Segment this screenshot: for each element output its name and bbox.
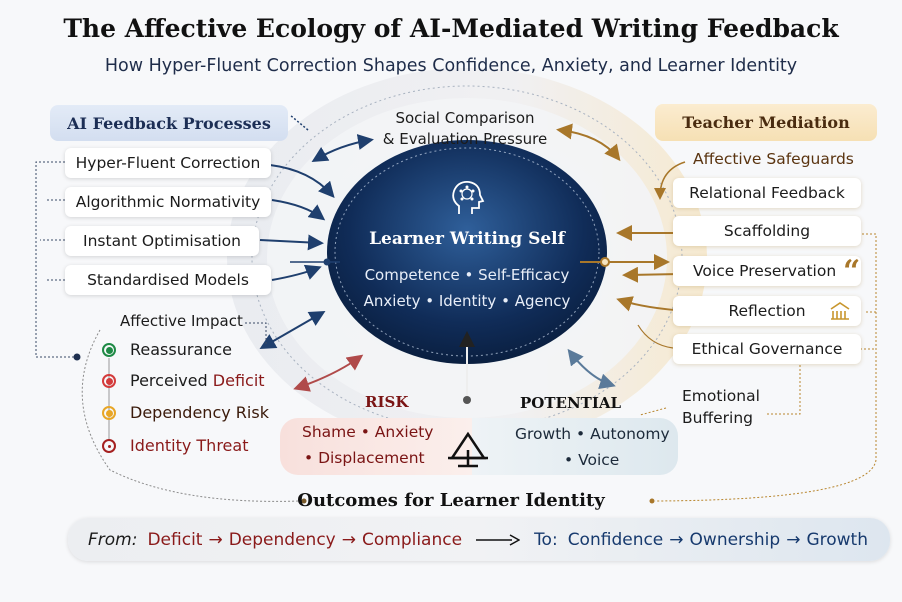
impact-perceived-label: Perceived [130, 371, 213, 390]
teacher-voice-preservation: Voice Preservation [673, 256, 861, 286]
affective-impact-label: Affective Impact [120, 312, 243, 330]
quote-icon: “ [843, 254, 861, 289]
social-comparison-label: Social Comparison & Evaluation Pressure [365, 108, 565, 150]
arrow-separator: → [208, 529, 223, 550]
transition-arrow-icon [476, 533, 521, 546]
dependency-dot-icon [102, 406, 116, 420]
arrow-separator: → [669, 529, 684, 550]
risk-line2: • Displacement [304, 449, 425, 467]
affective-safeguards-label: Affective Safeguards [693, 150, 854, 168]
teacher-reflection: Reflection [673, 296, 861, 326]
identity-threat-dot-icon [102, 439, 116, 453]
emotional-buffering-line1: Emotional [682, 387, 760, 405]
ai-process-optimisation: Instant Optimisation [65, 226, 259, 256]
teacher-mediation-header: Teacher Mediation [655, 104, 877, 141]
page-subtitle: How Hyper-Fluent Correction Shapes Confi… [104, 56, 798, 76]
deficit-dot-icon [102, 374, 116, 388]
teacher-ethical-governance: Ethical Governance [673, 334, 861, 364]
emotional-buffering-line2: Buffering [682, 409, 754, 427]
teacher-relational-feedback: Relational Feedback [673, 178, 861, 208]
risk-box: Shame • Anxiety • Displacement [280, 418, 472, 475]
balance-scale-icon [448, 431, 488, 468]
center-line2: Anxiety • Identity • Agency [363, 292, 571, 310]
ai-process-normativity: Algorithmic Normativity [65, 187, 271, 217]
to-ownership: Ownership [689, 529, 781, 550]
social-comparison-line1: Social Comparison [395, 109, 535, 127]
impact-deficit-label: Deficit [212, 371, 265, 390]
head-network-icon [452, 181, 485, 214]
from-dependency: Dependency [228, 529, 336, 550]
outcomes-bar: From: Deficit → Dependency → Compliance … [68, 518, 890, 561]
to-label: To: [534, 529, 558, 550]
teacher-scaffolding: Scaffolding [673, 216, 861, 246]
impact-perceived-deficit: Perceived Deficit [130, 371, 265, 390]
center-line1: Competence • Self-Efficacy [364, 266, 570, 284]
risk-label: RISK [365, 393, 409, 411]
learner-self-core [327, 140, 607, 364]
building-icon [830, 302, 850, 320]
potential-label: POTENTIAL [520, 394, 622, 412]
ai-process-standardised: Standardised Models [65, 265, 271, 295]
from-label: From: [88, 529, 138, 550]
arrow-separator: → [786, 529, 801, 550]
ai-process-hyper-fluent: Hyper-Fluent Correction [65, 148, 271, 178]
from-compliance: Compliance [361, 529, 463, 550]
emotional-buffering-label: Emotional Buffering [682, 385, 760, 429]
arrow-separator: → [341, 529, 356, 550]
reassurance-dot-icon [102, 343, 116, 357]
social-comparison-line2: & Evaluation Pressure [382, 130, 548, 148]
from-deficit: Deficit [147, 529, 203, 550]
impact-identity-threat: Identity Threat [130, 436, 249, 455]
risk-line1: Shame • Anxiety [302, 423, 434, 441]
to-confidence: Confidence [567, 529, 664, 550]
potential-box: Growth • Autonomy • Voice [472, 418, 678, 475]
page-title: The Affective Ecology of AI-Mediated Wri… [63, 14, 839, 43]
center-title: Learner Writing Self [369, 229, 565, 249]
outcomes-title: Outcomes for Learner Identity [297, 490, 605, 511]
potential-line1: Growth • Autonomy [515, 425, 670, 443]
to-growth: Growth [806, 529, 868, 550]
ai-feedback-header: AI Feedback Processes [50, 105, 288, 141]
potential-line2: • Voice [564, 451, 620, 469]
impact-dependency-risk: Dependency Risk [130, 403, 269, 422]
impact-reassurance: Reassurance [130, 340, 233, 359]
